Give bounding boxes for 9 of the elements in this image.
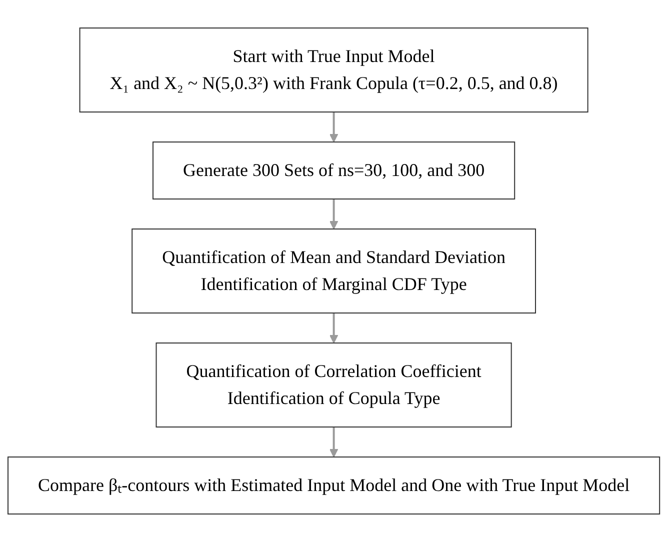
node-box: Quantification of Mean and Standard Deviation Identification of Marginal CDF Type <box>132 228 536 313</box>
arrow <box>330 112 338 142</box>
node-box: Start with True Input Model X₁ and X₂ ~ N(5,0.3²) with Frank Copula (τ=0.2, 0.5, and 0.8) <box>80 27 588 112</box>
node-box: Quantification of Correlation Coefficient Identification of Copula Type <box>156 342 512 427</box>
node-box: Generate 300 Sets of ns=30, 100, and 300 <box>152 141 516 199</box>
arrow <box>330 312 338 343</box>
arrow <box>330 426 338 457</box>
node-box: Compare βₜ-contours with Estimated Input Model and One with True Input Model <box>8 456 660 514</box>
arrow <box>330 198 338 229</box>
